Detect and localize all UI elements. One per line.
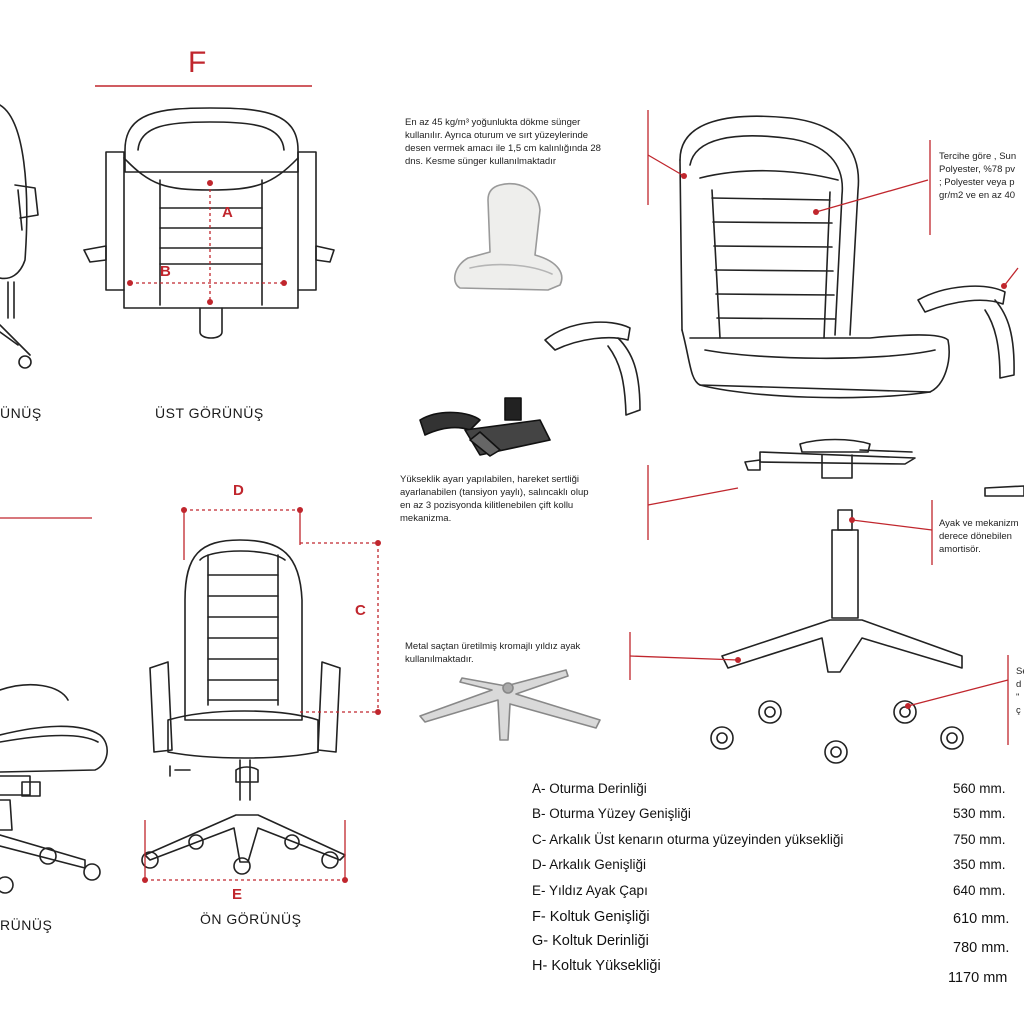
dimension-e-label: E xyxy=(232,886,243,903)
spec-row: D- Arkalık Genişliği xyxy=(532,857,646,872)
spec-row: F- Koltuk Genişliği xyxy=(532,909,650,925)
top-view-title: ÜST GÖRÜNÜŞ xyxy=(155,405,264,421)
mechanism-note-line: ayarlanabilen (tansiyon yaylı), salıncak… xyxy=(400,487,589,498)
fabric-note-line: ; Polyester veya p xyxy=(939,177,1015,188)
side-view-lower-partial xyxy=(0,684,108,894)
spec-key: F- xyxy=(532,909,546,925)
caster-note-line: Se xyxy=(1016,666,1024,677)
spec-label: Koltuk Yüksekliği xyxy=(551,958,661,974)
dimension-a-label: A xyxy=(222,204,233,221)
spec-key: A- xyxy=(532,781,546,796)
fabric-note-line: Polyester, %78 pv xyxy=(939,164,1016,175)
spec-key: E- xyxy=(532,883,546,898)
spec-label: Arkalık Genişliği xyxy=(549,857,647,872)
spec-value: 750 mm. xyxy=(953,832,1006,847)
foam-note-line: En az 45 kg/m³ yoğunlukta dökme sünger xyxy=(405,117,581,128)
side-view-title: ÜNÜŞ xyxy=(0,405,42,421)
mechanism-note-line: en az 3 pozisyonda kilitlenebilen çift k… xyxy=(400,500,574,511)
foam-note-line: kullanılır. Ayrıca oturum ve sırt yüzeyl… xyxy=(405,130,589,141)
gaslift-note-line: derece dönebilen xyxy=(939,531,1012,542)
fabric-note: Tercihe göre , Sun Polyester, %78 pv ; P… xyxy=(939,150,1024,202)
foam-note-line: desen vermek amacı ile 1,5 cm kalınlığın… xyxy=(405,143,601,154)
spec-row: C- Arkalık Üst kenarın oturma yüzeyinden… xyxy=(532,832,843,847)
caster-note-line: " xyxy=(1016,692,1020,703)
spec-key: D- xyxy=(532,857,547,872)
spec-row: H- Koltuk Yüksekliği xyxy=(532,958,661,974)
gaslift-note-line: amortisör. xyxy=(939,544,981,555)
spec-row: E- Yıldız Ayak Çapı xyxy=(532,883,648,898)
spec-label: Arkalık Üst kenarın oturma yüzeyinden yü… xyxy=(549,832,844,847)
foam-note: En az 45 kg/m³ yoğunlukta dökme sünger k… xyxy=(405,116,645,168)
base-illustration xyxy=(419,669,601,741)
mechanism-note-line: Yükseklik ayarı yapılabilen, hareket ser… xyxy=(400,474,580,485)
mechanism-note: Yükseklik ayarı yapılabilen, hareket ser… xyxy=(400,473,645,525)
mechanism-note-line: mekanizma. xyxy=(400,513,452,524)
gaslift-note-line: Ayak ve mekanizm xyxy=(939,518,1019,529)
dimension-c-label: C xyxy=(355,602,366,619)
spec-key: H- xyxy=(532,958,548,974)
gaslift-note: Ayak ve mekanizm derece dönebilen amorti… xyxy=(939,517,1024,556)
spec-label: Oturma Yüzey Genişliği xyxy=(549,806,691,821)
width-dimension-f: F xyxy=(188,46,207,79)
lower-side-view-title: RÜNÜŞ xyxy=(0,917,53,933)
base-note-line: kullanılmaktadır. xyxy=(405,654,474,665)
spec-row: A- Oturma Derinliği xyxy=(532,781,647,796)
dimension-lines xyxy=(0,85,1019,881)
spec-row: B- Oturma Yüzey Genişliği xyxy=(532,806,691,821)
spec-key: B- xyxy=(532,806,546,821)
mechanism-illustration xyxy=(419,397,551,457)
spec-value: 1170 mm xyxy=(948,970,1008,986)
spec-value: 560 mm. xyxy=(953,781,1006,796)
base-note-line: Metal saçtan üretilmiş kromajlı yıldız a… xyxy=(405,641,581,652)
spec-value: 780 mm. xyxy=(953,940,1010,956)
spec-label: Yıldız Ayak Çapı xyxy=(549,883,648,898)
fabric-note-line: Tercihe göre , Sun xyxy=(939,151,1017,162)
caster-note: Se d " ç xyxy=(1016,665,1024,717)
fabric-note-line: gr/m2 ve en az 40 xyxy=(939,190,1016,201)
foam-note-line: dns. Kesme sünger kullanılmaktadır xyxy=(405,156,557,167)
side-view-partial xyxy=(0,104,39,369)
spec-key: C- xyxy=(532,832,547,847)
caster-note-line: d xyxy=(1016,679,1022,690)
exploded-chair-view xyxy=(544,115,1024,764)
front-view-title: ÖN GÖRÜNÜŞ xyxy=(200,911,302,927)
foam-seat-illustration xyxy=(453,183,563,291)
spec-value: 610 mm. xyxy=(953,911,1010,927)
spec-label: Koltuk Derinliği xyxy=(552,933,649,949)
front-view xyxy=(141,539,346,875)
dimension-dots xyxy=(127,173,1007,883)
spec-label: Koltuk Genişliği xyxy=(549,909,650,925)
spec-key: G- xyxy=(532,933,549,949)
spec-value: 640 mm. xyxy=(953,883,1006,898)
base-note: Metal saçtan üretilmiş kromajlı yıldız a… xyxy=(405,640,630,666)
dimension-b-label: B xyxy=(160,263,171,280)
spec-row: G- Koltuk Derinliği xyxy=(532,933,649,949)
spec-label: Oturma Derinliği xyxy=(549,781,647,796)
caster-note-line: ç xyxy=(1016,705,1021,716)
spec-value: 530 mm. xyxy=(953,806,1006,821)
spec-value: 350 mm. xyxy=(953,857,1006,872)
dimension-d-label: D xyxy=(233,482,244,499)
